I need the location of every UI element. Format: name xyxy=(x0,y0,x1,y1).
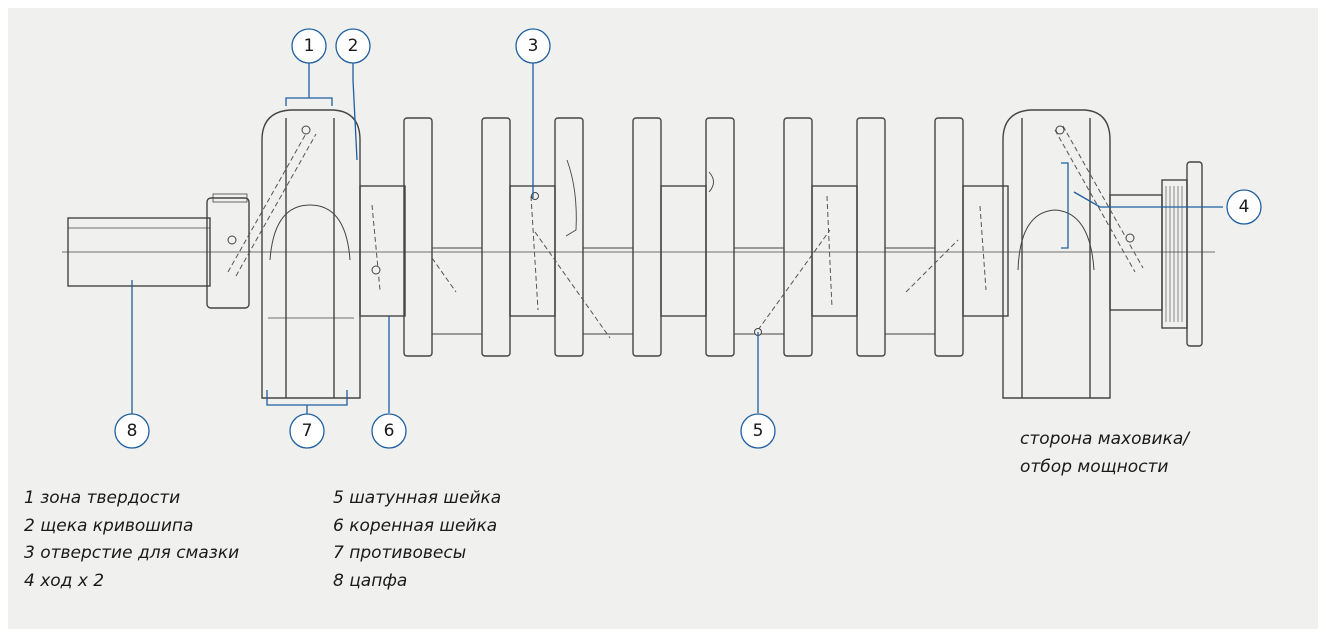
flywheel-note-line-2: отбор мощности xyxy=(1020,457,1169,477)
callout-8-label: 8 xyxy=(127,421,138,441)
legend-column-left: 1 зона твердости 2 щека кривошипа 3 отве… xyxy=(24,485,239,595)
callout-2-label: 2 xyxy=(348,36,359,56)
oil-channels xyxy=(227,125,1144,339)
callout-leaders xyxy=(131,63,1223,414)
callout-1-label: 1 xyxy=(304,36,315,56)
callout-5-label: 5 xyxy=(753,421,764,441)
legend-item: 6 коренная шейка xyxy=(333,515,498,536)
legend-item: 8 цапфа xyxy=(333,570,408,591)
legend-item: 5 шатунная шейка xyxy=(333,488,502,508)
diagram-panel xyxy=(8,8,1318,629)
legend-item: 1 зона твердости xyxy=(24,488,181,508)
oil-holes xyxy=(227,125,1135,336)
legend-item: 4 ход х 2 xyxy=(24,570,105,591)
callout-3-label: 3 xyxy=(528,36,539,56)
callout-circles xyxy=(114,28,1262,449)
flywheel-note-line-1: сторона маховика/ xyxy=(1020,429,1189,449)
legend-column-right: 5 шатунная шейка 6 коренная шейка 7 прот… xyxy=(333,485,501,595)
legend-item: 7 противовесы xyxy=(333,543,467,563)
legend-item: 3 отверстие для смазки xyxy=(24,543,240,563)
callout-6-label: 6 xyxy=(384,421,395,441)
callout-4-label: 4 xyxy=(1239,197,1250,217)
flywheel-side-note: сторона маховика/ отбор мощности xyxy=(1020,425,1189,481)
callout-7-label: 7 xyxy=(302,421,313,441)
crankshaft-outline xyxy=(62,109,1215,399)
legend-item: 2 щека кривошипа xyxy=(24,515,194,536)
